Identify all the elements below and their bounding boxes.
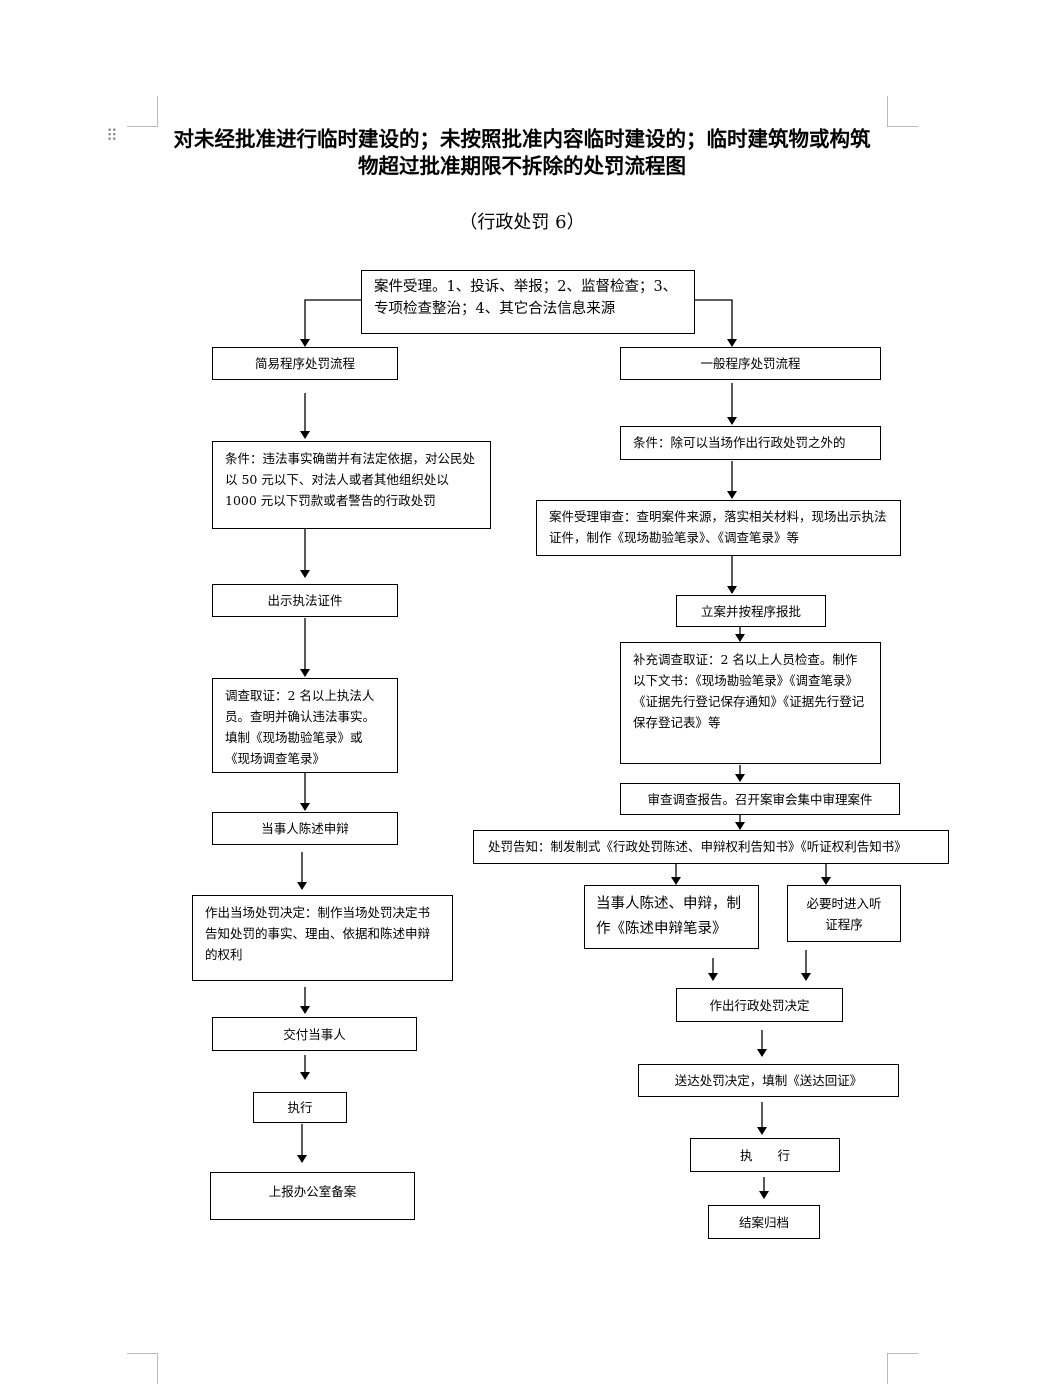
box-text: 条件：违法事实确凿并有法定依据，对公民处以 50 元以下、对法人或者其他组织处以… [225, 451, 476, 508]
flow-box-review-report: 审查调查报告。召开案审会集中审理案件 [620, 783, 900, 815]
flow-box-case-acceptance: 案件受理。1、投诉、举报；2、监督检查；3、专项检查整治；4、其它合法信息来源 [361, 270, 695, 334]
flow-box-general-condition: 条件：除可以当场作出行政处罚之外的 [620, 426, 881, 460]
flow-box-simple-condition: 条件：违法事实确凿并有法定依据，对公民处以 50 元以下、对法人或者其他组织处以… [212, 441, 491, 529]
arrow [694, 299, 737, 347]
flow-box-supplementary-investigation: 补充调查取证：2 名以上人员检查。制作以下文书：《现场勘验笔录》《调查笔录》《证… [620, 642, 881, 764]
arrow [300, 299, 361, 347]
flow-box-onsite-decision: 作出当场处罚决定：制作当场处罚决定书告知处罚的事实、理由、依据和陈述申辩的权利 [192, 895, 453, 981]
box-text: 送达处罚决定，填制《送达回证》 [674, 1073, 863, 1088]
flow-box-penalty-notice: 处罚告知：制发制式《行政处罚陈述、申辩权利告知书》《听证权利告知书》 [473, 830, 949, 864]
box-text: 调查取证：2 名以上执法人员。查明并确认违法事实。填制《现场勘验笔录》或《现场调… [225, 688, 376, 766]
flow-box-general-execute: 执 行 [690, 1138, 840, 1172]
title-line-1: 对未经批准进行临时建设的；未按照批准内容临时建设的；临时建筑物或构筑 [173, 127, 871, 151]
box-text: 当事人陈述申辩 [261, 821, 349, 836]
document-subtitle: （行政处罚 6） [459, 212, 585, 233]
flow-box-hearing: 必要时进入听证程序 [787, 885, 901, 942]
box-text: 作出当场处罚决定：制作当场处罚决定书告知处罚的事实、理由、依据和陈述申辩的权利 [205, 905, 431, 962]
title-line-2: 物超过批准期限不拆除的处罚流程图 [358, 154, 686, 178]
document-title: 对未经批准进行临时建设的；未按照批准内容临时建设的；临时建筑物或构筑 物超过批准… [150, 126, 894, 180]
box-text: 审查调查报告。召开案审会集中审理案件 [647, 791, 873, 807]
box-text: 处罚告知：制发制式《行政处罚陈述、申辩权利告知书》《听证权利告知书》 [488, 839, 907, 854]
box-text: 当事人陈述、申辩，制作《陈述申辩笔录》 [596, 896, 741, 937]
box-text: 出示执法证件 [267, 593, 343, 608]
box-text: 作出行政处罚决定 [709, 997, 810, 1013]
box-text: 结案归档 [738, 1214, 789, 1230]
flow-box-simple-execute: 执行 [253, 1092, 347, 1123]
flow-box-show-certificate: 出示执法证件 [212, 584, 398, 617]
box-text: 上报办公室备案 [268, 1184, 357, 1199]
box-text: 简易程序处罚流程 [254, 356, 355, 371]
box-text: 条件：除可以当场作出行政处罚之外的 [633, 435, 846, 450]
flow-box-close-archive: 结案归档 [708, 1205, 820, 1239]
page-corner-mark [127, 96, 158, 127]
box-text: 案件受理。1、投诉、举报；2、监督检查；3、专项检查整治；4、其它合法信息来源 [374, 279, 678, 317]
flow-box-acceptance-review: 案件受理审查：查明案件来源，落实相关材料，现场出示执法证件，制作《现场勘验笔录》… [536, 500, 901, 556]
box-text: 补充调查取证：2 名以上人员检查。制作以下文书：《现场勘验笔录》《调查笔录》《证… [633, 652, 865, 730]
flow-box-deliver-party: 交付当事人 [212, 1017, 417, 1051]
flow-box-general-procedure: 一般程序处罚流程 [620, 347, 881, 380]
flow-box-report-filing: 上报办公室备案 [210, 1172, 415, 1220]
box-text: 执行 [287, 1100, 313, 1115]
box-text: 立案并按程序报批 [700, 603, 801, 619]
box-text: 交付当事人 [283, 1026, 346, 1042]
flow-box-simple-investigation: 调查取证：2 名以上执法人员。查明并确认违法事实。填制《现场勘验笔录》或《现场调… [212, 678, 398, 773]
flow-box-penalty-decision: 作出行政处罚决定 [676, 988, 843, 1022]
flow-box-serve-decision: 送达处罚决定，填制《送达回证》 [638, 1064, 899, 1097]
flow-box-party-defense: 当事人陈述、申辩，制作《陈述申辩笔录》 [584, 885, 759, 949]
flow-box-file-case: 立案并按程序报批 [676, 595, 826, 627]
drag-handle-icon[interactable]: ⠿ [106, 126, 118, 145]
flow-box-simple-defense: 当事人陈述申辩 [212, 812, 398, 845]
box-text: 案件受理审查：查明案件来源，落实相关材料，现场出示执法证件，制作《现场勘验笔录》… [549, 509, 887, 545]
box-text: 必要时进入听证程序 [806, 895, 882, 932]
page-corner-mark [887, 96, 918, 127]
box-text: 一般程序处罚流程 [700, 356, 801, 371]
box-text: 执 行 [739, 1147, 790, 1163]
flow-box-simple-procedure: 简易程序处罚流程 [212, 347, 398, 380]
